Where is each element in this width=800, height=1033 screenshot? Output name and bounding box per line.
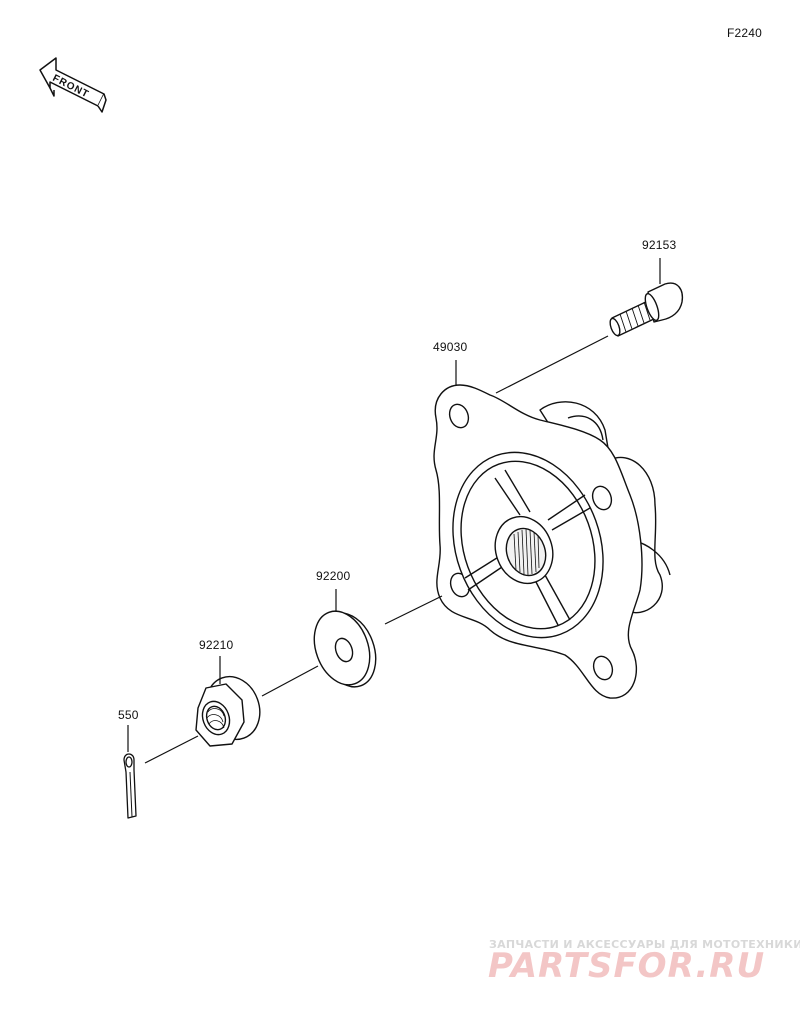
part-number-92153[interactable]: 92153 <box>642 238 677 252</box>
watermark-brand: PARTSFOR.RU <box>488 946 766 986</box>
washer <box>313 610 377 688</box>
leader-lines <box>127 258 661 764</box>
part-number-92200[interactable]: 92200 <box>316 569 351 583</box>
hub-assembly <box>433 384 671 699</box>
part-number-92210[interactable]: 92210 <box>199 638 234 652</box>
cotter-pin <box>123 753 137 819</box>
part-number-49030[interactable]: 49030 <box>433 340 468 354</box>
stud-bolt <box>609 282 684 337</box>
figure-code: F2240 <box>727 26 763 40</box>
front-arrow-icon <box>39 57 107 113</box>
part-number-550[interactable]: 550 <box>118 708 139 722</box>
flange-nut <box>195 675 261 747</box>
watermark-tagline: ЗАПЧАСТИ И АКСЕССУАРЫ ДЛЯ МОТОТЕХНИКИ <box>489 938 800 951</box>
